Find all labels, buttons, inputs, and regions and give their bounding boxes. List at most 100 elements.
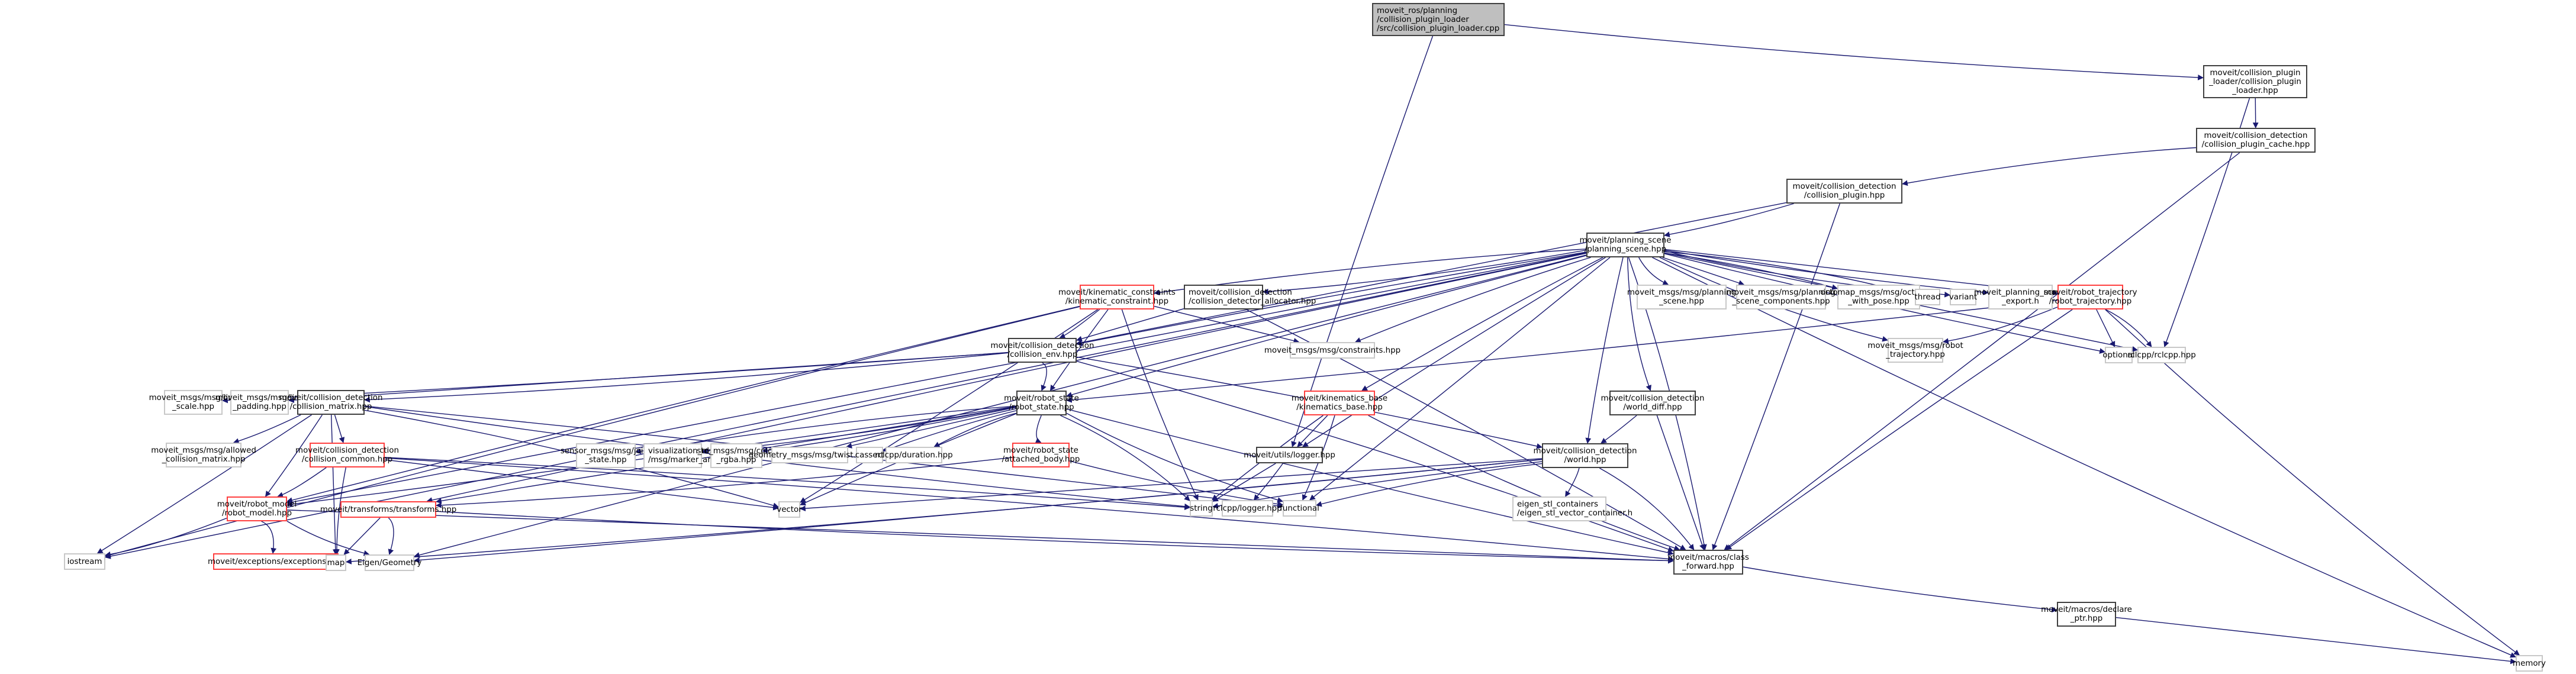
graph-node-kb[interactable]: moveit/kinematics_base /kinematics_base.… [1292, 391, 1387, 415]
edge-rs-to-string [1060, 415, 1190, 501]
edge-ps-to-iostream [105, 252, 1587, 559]
edge-rs-to-ab [1035, 415, 1042, 443]
graph-node-cp[interactable]: moveit/collision_detection /collision_pl… [1786, 179, 1902, 204]
graph-node-mpse[interactable]: moveit_planning_scene _export.h [1974, 285, 2067, 309]
graph-node-tf[interactable]: moveit/transforms/transforms.hpp [320, 501, 456, 518]
edge-root-to-logger [1291, 36, 1434, 447]
graph-node-memory[interactable]: memory [2513, 655, 2546, 672]
edge-rs-to-scr [762, 407, 1017, 454]
edge-rm-to-eigen [286, 521, 370, 556]
graph-node-mrt[interactable]: moveit_msgs/msg/robot _trajectory.hpp [1867, 338, 1963, 363]
edge-rt-to-mrt [1943, 307, 2058, 344]
graph-node-octo[interactable]: octomap_msgs/msg/octomap _with_pose.hpp [1820, 285, 1937, 309]
graph-node-rm[interactable]: moveit/robot_model /robot_model.hpp [217, 496, 297, 521]
edge-world-to-string [1212, 461, 1543, 509]
graph-node-rclcpp[interactable]: rclcpp/rclcpp.hpp [2127, 347, 2196, 363]
edge-ps-to-wd [1627, 257, 1651, 391]
edge-cc-to-map [334, 467, 346, 555]
graph-node-mpsc[interactable]: moveit_msgs/msg/planning _scene_componen… [1727, 285, 1836, 309]
edge-cp-to-cf [1712, 203, 1840, 550]
edge-cc-to-rm [277, 467, 327, 498]
graph-node-wd[interactable]: moveit/collision_detection /world_diff.h… [1601, 391, 1704, 415]
edge-ps-to-mpsc [1662, 257, 1745, 286]
graph-node-world[interactable]: moveit/collision_detection /world.hpp [1534, 443, 1637, 468]
graph-node-rdur[interactable]: rclcpp/duration.hpp [875, 447, 953, 463]
graph-node-root[interactable]: moveit_ros/planning /collision_plugin_lo… [1372, 3, 1505, 36]
edge-cm-to-rm [265, 414, 323, 497]
edge-ps-to-ce [1076, 251, 1587, 346]
graph-node-ps[interactable]: moveit/planning_scene /planning_scene.hp… [1580, 233, 1672, 257]
edge-ps-to-mc [1355, 257, 1591, 343]
graph-node-vma[interactable]: visualization_msgs /msg/marker_array.hpp [643, 443, 740, 468]
graph-node-string[interactable]: string [1190, 500, 1213, 517]
edge-tf-to-map [343, 517, 381, 555]
edge-tf-to-cf [436, 511, 1674, 564]
graph-node-cda[interactable]: moveit/collision_detection /collision_de… [1184, 285, 1316, 309]
graph-node-mps[interactable]: moveit_msgs/msg/planning _scene.hpp [1627, 285, 1736, 309]
edge-cda-to-ce [1076, 308, 1184, 342]
graph-node-scr[interactable]: std_msgs/msg/color _rgba.hpp [697, 443, 776, 468]
edge-rm-to-exc [261, 521, 277, 554]
edge-cm-to-map [330, 414, 339, 555]
graph-node-iostream[interactable]: iostream [64, 553, 105, 570]
graph-node-logger[interactable]: moveit/utils/logger.hpp [1244, 447, 1335, 463]
graph-node-rlog[interactable]: rclcpp/logger.hpp [1213, 500, 1282, 517]
edge-ce-to-mlp [288, 352, 1009, 404]
graph-node-macm[interactable]: moveit_msgs/msg/allowed _collision_matri… [151, 443, 256, 467]
graph-node-vector[interactable]: vector [777, 501, 802, 518]
edge-tf-to-eigen [388, 517, 394, 555]
graph-node-cpc[interactable]: moveit/collision_detection /collision_pl… [2196, 128, 2316, 153]
graph-node-ab[interactable]: moveit/robot_state /attached_body.hpp [1002, 443, 1080, 467]
edge-ce-to-rs [1041, 362, 1047, 391]
edge-cc-to-vector [384, 459, 779, 511]
edge-logger-to-rlog [1253, 463, 1284, 501]
edge-ps-to-cda [1263, 249, 1587, 295]
graph-node-optional[interactable]: optional [2102, 347, 2135, 363]
edge-rs-to-cassert [883, 410, 1017, 452]
graph-node-gt[interactable]: geometry_msgs/msg/twist.hpp [749, 447, 871, 463]
edge-ps-to-kb [1361, 257, 1603, 391]
edge-root-to-cpl [1504, 24, 2204, 80]
edge-rt-to-optional [2096, 309, 2115, 347]
graph-node-cf[interactable]: moveit/macros/class _forward.hpp [1667, 550, 1749, 575]
edge-world-to-functional [1316, 463, 1543, 507]
graph-node-variant[interactable]: variant [1949, 289, 1977, 305]
graph-node-cassert[interactable]: cassert [855, 447, 884, 463]
edge-cpl-to-cpc [2252, 98, 2259, 128]
edge-dp-to-memory [2115, 617, 2516, 665]
graph-node-map[interactable]: map [326, 554, 346, 571]
graph-node-eigen[interactable]: Eigen/Geometry [358, 554, 421, 571]
edge-cp-to-ps [1664, 203, 1794, 237]
edge-ps-to-mps [1638, 257, 1669, 285]
graph-node-exc[interactable]: moveit/exceptions/exceptions.hpp [208, 553, 344, 570]
edge-world-to-cf [1599, 467, 1695, 550]
edge-kb-to-cf [1368, 415, 1680, 551]
graph-node-mc[interactable]: moveit_msgs/msg/constraints.hpp [1264, 342, 1400, 359]
graph-node-rt[interactable]: moveit/robot_trajectory /robot_trajector… [2043, 285, 2137, 309]
edge-rs-to-functional [1066, 412, 1283, 503]
graph-node-dp[interactable]: moveit/macros/declare _ptr.hpp [2041, 602, 2132, 627]
edge-kc-to-mc [1154, 305, 1300, 344]
edge-cm-to-macm [233, 414, 301, 444]
edge-cpc-to-cp [1902, 147, 2197, 186]
graph-node-mls[interactable]: moveit_msgs/msg/link _scale.hpp [149, 390, 237, 415]
graph-node-ce[interactable]: moveit/collision_detection /collision_en… [991, 338, 1094, 363]
edge-world-to-vector [800, 458, 1543, 512]
graph-node-esc[interactable]: eigen_stl_containers /eigen_stl_vector_c… [1512, 496, 1632, 521]
graph-node-cc[interactable]: moveit/collision_detection /collision_co… [295, 443, 399, 467]
graph-node-functional[interactable]: functional [1280, 500, 1319, 517]
graph-node-cm[interactable]: moveit/collision_detection /collision_ma… [279, 390, 382, 415]
edge-wd-to-world [1601, 415, 1637, 444]
graph-node-rs[interactable]: moveit/robot_state /robot_state.hpp [1004, 391, 1079, 415]
graph-node-kc[interactable]: moveit/kinematic_constraints /kinematic_… [1058, 285, 1176, 309]
graph-node-sjs[interactable]: sensor_msgs/msg/joint _state.hpp [561, 443, 651, 468]
graph-node-thread[interactable]: thread [1915, 289, 1940, 305]
edge-rt-to-rs [1066, 299, 2058, 403]
edge-wd-to-cf [1656, 415, 1705, 550]
edge-cm-to-cc [334, 414, 345, 443]
edge-cp-to-ce [1076, 202, 1787, 346]
edge-ps-to-memory [1652, 257, 2516, 658]
graph-node-mlp[interactable]: moveit_msgs/msg/link _padding.hpp [215, 390, 304, 415]
graph-node-cpl[interactable]: moveit/collision_plugin _loader/collisio… [2203, 65, 2307, 98]
